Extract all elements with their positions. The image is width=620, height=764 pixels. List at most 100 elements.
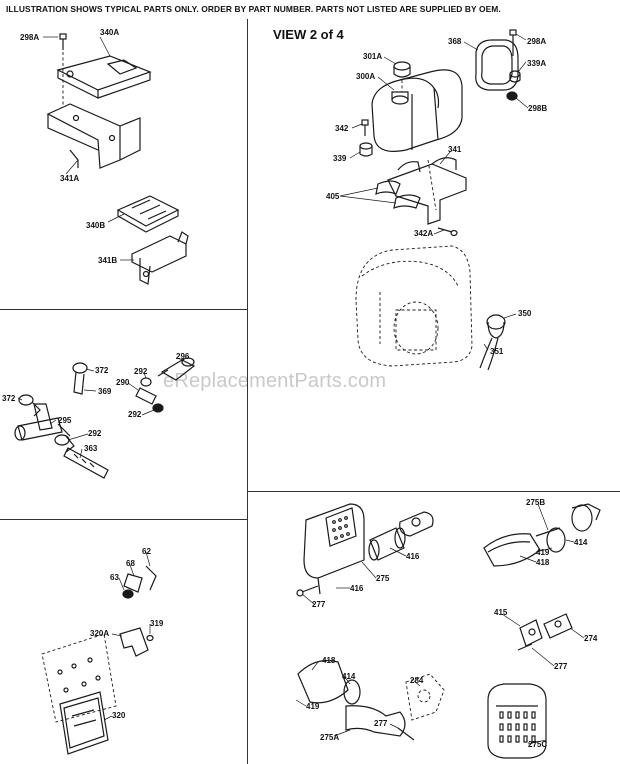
part-label-351: 351 (490, 347, 504, 356)
primer-350-drawing (479, 314, 506, 371)
header-notice: ILLUSTRATION SHOWS TYPICAL PARTS ONLY. O… (6, 4, 501, 14)
part-label-277-left: 277 (312, 600, 326, 609)
screw-277-left-drawing (296, 585, 319, 597)
part-label-292-lower: 292 (88, 429, 102, 438)
part-label-296: 296 (176, 352, 190, 361)
part-label-298a: 298A (20, 33, 40, 42)
part-label-295: 295 (58, 416, 72, 425)
part-label-339a: 339A (527, 59, 547, 68)
part-label-339: 339 (333, 154, 347, 163)
part-label-372-left: 372 (2, 394, 16, 403)
part-label-290: 290 (116, 378, 130, 387)
nut-298b-drawing (506, 91, 518, 101)
fuel-tank-300a-drawing (371, 69, 463, 152)
shroud-outline-drawing (41, 633, 117, 723)
divider-left-1 (0, 309, 248, 310)
screw-342a-drawing (437, 227, 458, 237)
part-label-342a: 342A (414, 229, 434, 238)
part-label-372-upper: 372 (95, 366, 109, 375)
part-label-418-lower: 418 (322, 656, 336, 665)
clip-62-drawing (145, 565, 157, 591)
muffler-275-drawing (303, 503, 365, 595)
part-label-274: 274 (584, 634, 598, 643)
screw-342-drawing (361, 119, 369, 136)
part-label-62: 62 (142, 547, 151, 556)
tee-fitting-295-drawing (14, 403, 71, 441)
plate-340b-drawing (116, 195, 180, 233)
bracket-341-drawing (387, 157, 467, 225)
part-label-415: 415 (494, 608, 508, 617)
part-label-292-upper: 292 (134, 367, 148, 376)
fitting-372-upper-drawing (72, 362, 88, 395)
line-363-drawing (63, 447, 109, 479)
fuel-cap-301a-drawing (393, 61, 411, 92)
part-label-363: 363 (84, 444, 98, 453)
part-label-275a: 275A (320, 733, 340, 742)
part-label-416-lower: 416 (350, 584, 364, 593)
strap-368-drawing (475, 39, 519, 91)
blower-housing-drawing (355, 245, 473, 367)
part-label-350: 350 (518, 309, 532, 318)
pads-405-drawing (375, 180, 421, 209)
part-label-320: 320 (112, 711, 126, 720)
cover-320-drawing (59, 691, 109, 755)
part-label-419-upper: 419 (536, 548, 550, 557)
muffler-275a-drawing (297, 659, 445, 741)
part-label-277-lower: 277 (374, 719, 388, 728)
part-label-275b: 275B (526, 498, 546, 507)
divider-right (248, 491, 620, 492)
fitting-292-290-drawing (135, 377, 164, 413)
divider-left-2 (0, 519, 248, 520)
bushing-339-drawing (359, 142, 373, 157)
bushing-339a-drawing (509, 70, 521, 83)
part-label-63: 63 (110, 573, 119, 582)
part-label-284: 284 (410, 676, 424, 685)
leader-lines (17, 33, 585, 745)
bracket-320a-drawing (119, 627, 154, 657)
part-label-419-lower: 419 (306, 702, 320, 711)
part-label-414-lower: 414 (342, 672, 356, 681)
pipe-416-drawing (368, 527, 406, 561)
part-label-298b: 298B (528, 104, 548, 113)
part-label-298a-right: 298A (527, 37, 547, 46)
muffler-275b-drawing (483, 503, 601, 567)
part-label-68: 68 (126, 559, 135, 568)
part-label-342: 342 (335, 124, 349, 133)
part-label-340a: 340A (100, 28, 120, 37)
part-label-319: 319 (150, 619, 164, 628)
part-label-275c: 275C (528, 740, 548, 749)
watermark: eReplacementParts.com (163, 370, 387, 392)
part-label-369: 369 (98, 387, 112, 396)
screw-298a-left-drawing (59, 33, 67, 105)
part-label-416-upper: 416 (406, 552, 420, 561)
bracket-341a-drawing (46, 103, 141, 169)
gasket-416-upper-drawing (399, 511, 434, 537)
part-label-292-mid: 292 (128, 410, 142, 419)
bracket-340a-drawing (56, 55, 152, 99)
fitting-372-left-drawing (18, 394, 41, 417)
bracket-341b-drawing (131, 231, 189, 285)
part-label-405: 405 (326, 192, 340, 201)
nut-63-drawing (122, 589, 134, 599)
part-label-341b: 341B (98, 256, 118, 265)
part-label-341a: 341A (60, 174, 80, 183)
part-label-320a: 320A (90, 629, 110, 638)
part-label-301a: 301A (363, 52, 383, 61)
part-label-300a: 300A (356, 72, 376, 81)
part-label-340b: 340B (86, 221, 106, 230)
part-label-418-upper: 418 (536, 558, 550, 567)
bracket-274-415-drawing (517, 613, 573, 651)
screw-298a-right-drawing (509, 29, 517, 56)
part-label-368: 368 (448, 37, 462, 46)
part-label-414-upper: 414 (574, 538, 588, 547)
view-title: VIEW 2 of 4 (273, 27, 344, 42)
divider-vertical-left (247, 19, 248, 764)
part-label-275: 275 (376, 574, 390, 583)
part-68-drawing (123, 573, 143, 593)
part-label-277-mid: 277 (554, 662, 568, 671)
shutoff-valve-296-drawing (157, 357, 196, 381)
muffler-275c-drawing (487, 683, 547, 759)
part-label-341: 341 (448, 145, 462, 154)
